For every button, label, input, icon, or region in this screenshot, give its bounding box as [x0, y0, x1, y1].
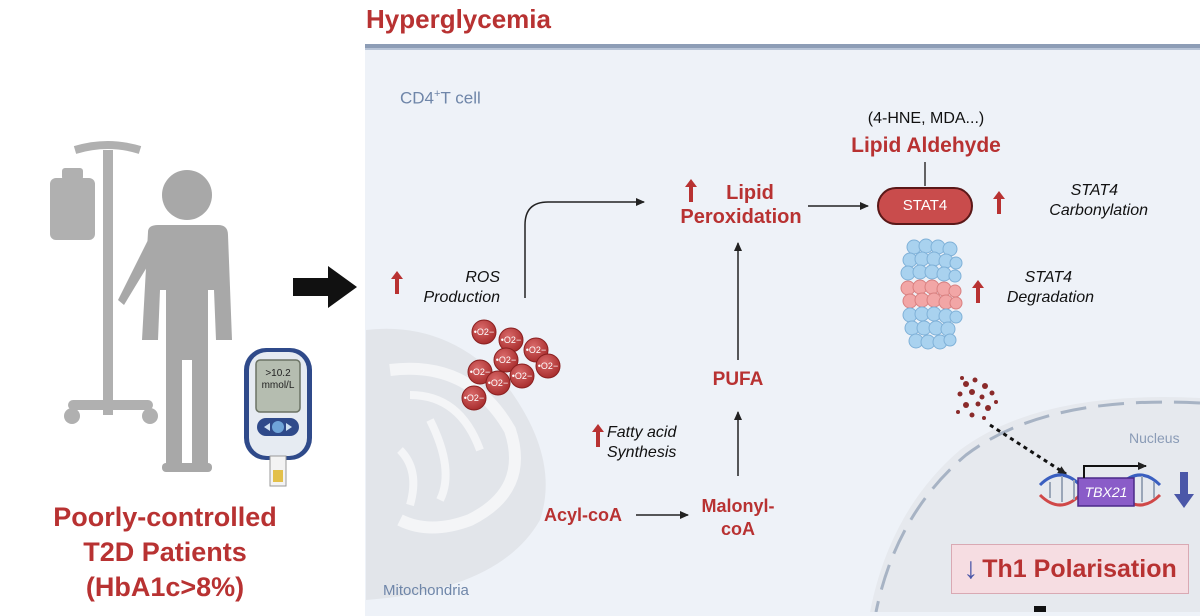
glucometer-screen: >10.2 mmol/L — [256, 368, 300, 392]
svg-text:•O2−: •O2− — [496, 355, 516, 365]
superoxide-cluster — [461, 319, 561, 411]
page-title: Hyperglycemia — [366, 4, 551, 34]
ros-production-label: ROS Production — [423, 269, 501, 306]
svg-text:•O2−: •O2− — [512, 371, 532, 381]
stat4-carbonylation-label: STAT4 Carbonylation — [1049, 182, 1148, 219]
patients-label: Poorly-controlled T2D Patients (HbA1c>8%… — [0, 500, 330, 605]
mitochondria-icon — [366, 328, 546, 600]
bottom-fragment — [1034, 606, 1046, 612]
mitochondria-label: Mitochondria — [383, 582, 469, 599]
svg-text:•O2−: •O2− — [470, 367, 490, 377]
svg-text:•O2−: •O2− — [488, 378, 508, 388]
svg-text:•O2−: •O2− — [538, 361, 558, 371]
down-arrow-gene-icon — [1174, 472, 1194, 508]
cell-label: CD4+T cell — [400, 88, 481, 108]
svg-text:•O2−: •O2− — [501, 335, 521, 345]
promoter-arrow-icon — [1083, 462, 1147, 478]
patient-figure-icon — [50, 141, 232, 472]
superoxide-labels: •O2− •O2− •O2− •O2− •O2− •O2− •O2− •O2− … — [464, 327, 558, 403]
glucometer-icon — [244, 348, 312, 487]
th1-polarisation-box: ↓ Th1 Polarisation — [951, 544, 1189, 594]
gene-box — [1077, 477, 1135, 507]
down-arrow-icon: ↓ — [963, 552, 979, 585]
patients-line3: (HbA1c>8%) — [85, 572, 245, 602]
svg-text:•O2−: •O2− — [464, 393, 484, 403]
gene-label: TBX21 — [1084, 484, 1128, 500]
lipid-peroxidation-label: Lipid Peroxidation — [680, 182, 802, 228]
up-arrows — [391, 179, 1005, 447]
acyl-coa-label: Acyl-coA — [544, 505, 623, 525]
nucleus-label: Nucleus — [1129, 430, 1180, 446]
stat4-label: STAT4 — [902, 197, 948, 214]
big-right-arrow — [293, 266, 357, 308]
patients-line2: T2D Patients — [83, 537, 247, 567]
svg-text:•O2−: •O2− — [526, 345, 546, 355]
arrow-ros-to-peroxidation — [524, 198, 645, 298]
th1-polarisation-label: Th1 Polarisation — [982, 554, 1177, 583]
aldehyde-examples: (4-HNE, MDA...) — [867, 110, 985, 127]
proteasome-icon — [900, 238, 963, 350]
patients-line1: Poorly-controlled — [53, 502, 277, 532]
fatty-acid-synthesis-label: Fatty acid Synthesis — [607, 424, 677, 461]
stat4-protein — [877, 187, 973, 225]
glucometer-value: >10.2 — [265, 368, 291, 379]
pufa-label: PUFA — [712, 369, 764, 390]
svg-text:•O2−: •O2− — [474, 327, 494, 337]
degraded-fragments — [956, 376, 998, 420]
malonyl-coa-label: Malonyl- coA — [701, 496, 775, 539]
glucometer-unit: mmol/L — [261, 380, 295, 391]
dotted-arrow-to-gene — [989, 423, 1067, 476]
stat4-degradation-label: STAT4 Degradation — [1006, 269, 1094, 306]
lipid-aldehyde-label: Lipid Aldehyde — [851, 134, 1001, 157]
